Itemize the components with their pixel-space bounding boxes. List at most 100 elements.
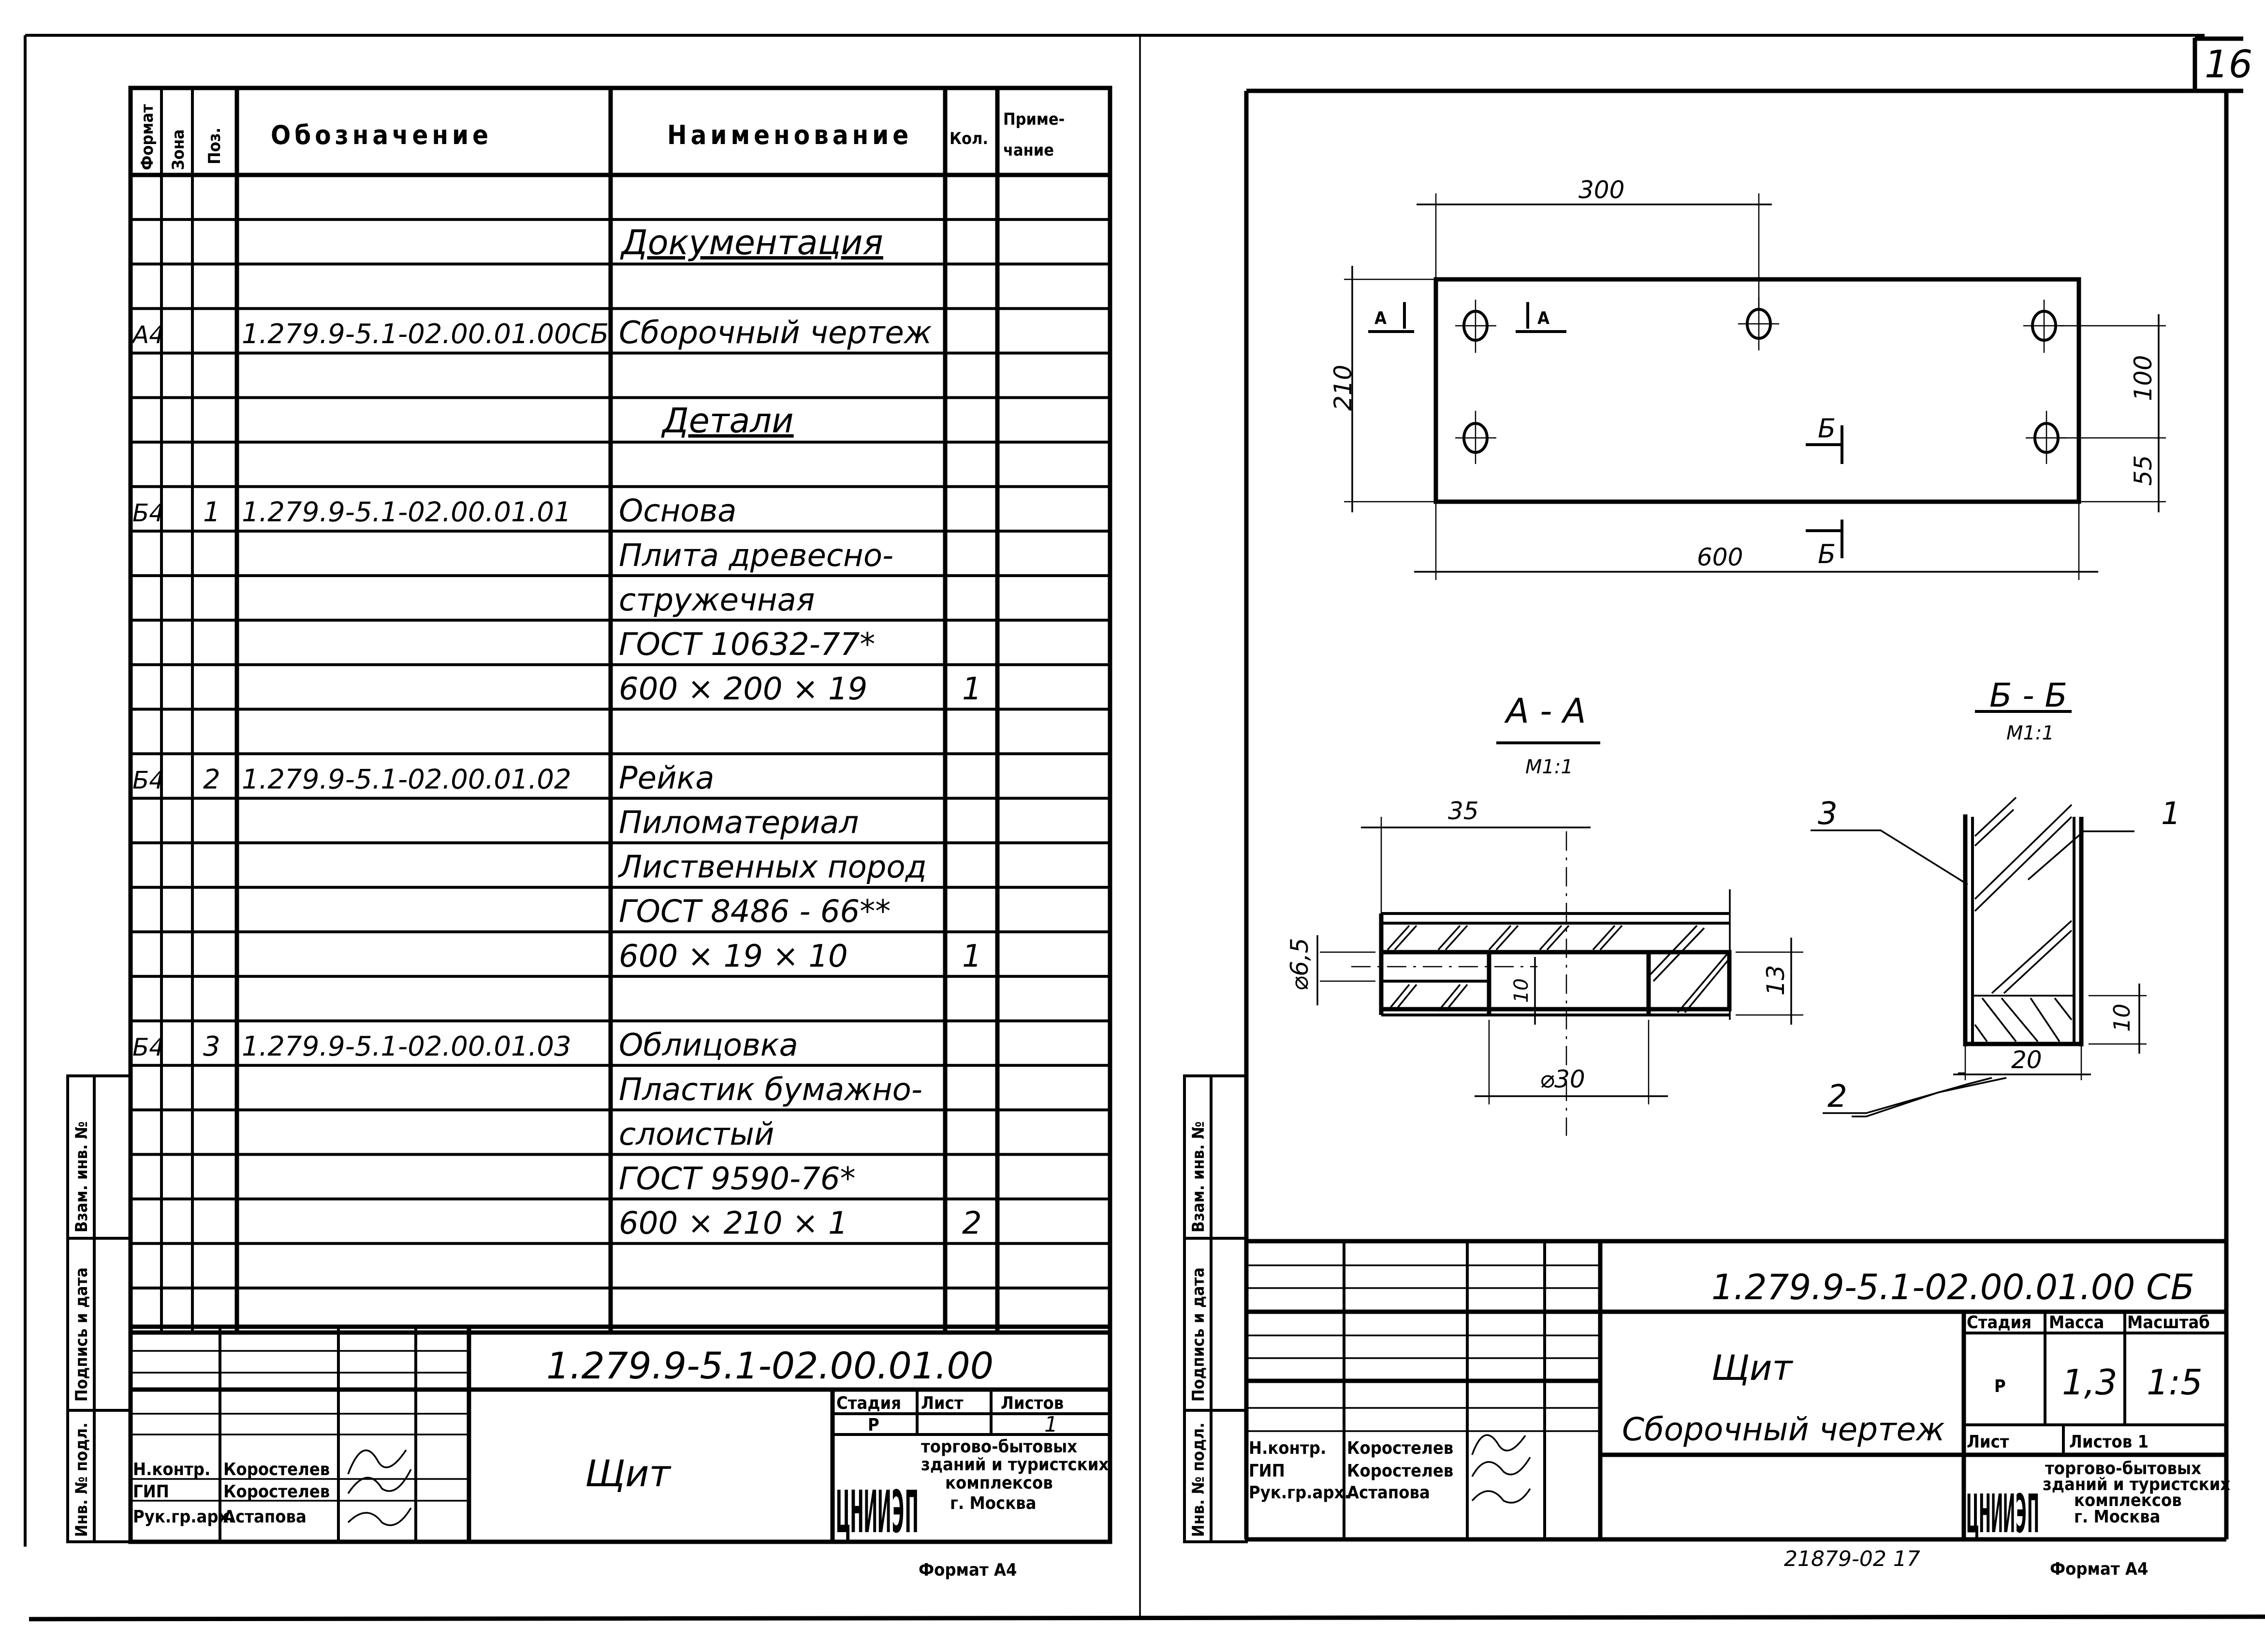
callout-3: 3 <box>1818 796 1838 832</box>
cell-name: слоистый <box>619 1116 774 1152</box>
section-b-b: Б - Б М1:1 20 10 1 2 3 <box>1811 677 2181 1117</box>
dim-300: 300 <box>1578 176 1624 204</box>
right-sheets-label: Листов 1 <box>2069 1432 2148 1452</box>
callout-1: 1 <box>2161 796 2181 832</box>
left-doc-code: 1.279.9-5.1-02.00.01.00 <box>546 1344 994 1387</box>
left-name-0: Коростелев <box>223 1460 330 1479</box>
cell-name: Пластик бумажно- <box>619 1072 922 1108</box>
cell-qty: 1 <box>962 939 982 974</box>
stamp-replaced-inv: Взам. инв. № <box>1189 1121 1208 1232</box>
section-aa-scale: М1:1 <box>1525 756 1573 778</box>
cell-format: Б4 <box>132 1033 164 1061</box>
cell-name: стружечная <box>619 582 815 618</box>
dim-width-20: 20 <box>2011 1046 2042 1074</box>
cell-designation: 1.279.9-5.1-02.00.01.03 <box>242 1031 571 1062</box>
cell-pos: 1 <box>203 497 220 528</box>
header-designation: Обозначение <box>271 120 492 150</box>
left-sheet-label: Лист <box>921 1393 964 1413</box>
left-org-line-2: комплексов <box>945 1473 1053 1493</box>
cell-name: Основа <box>619 493 737 529</box>
left-stage-value: Р <box>868 1415 879 1435</box>
header-name: Наименование <box>667 120 912 150</box>
cell-name: Плита древесно- <box>619 538 893 574</box>
left-format-label: Формат А4 <box>919 1560 1017 1580</box>
outer-frame <box>24 34 2265 1622</box>
right-doc-code: 1.279.9-5.1-02.00.01.00 СБ <box>1711 1267 2194 1307</box>
stamp-inv-original: Инв. № подл. <box>72 1422 91 1537</box>
spec-table: Формат Зона Поз. Обозначение Наименовани… <box>128 86 1112 1335</box>
cell-designation: 1.279.9-5.1-02.00.01.02 <box>242 764 571 795</box>
signature-scribble <box>347 1449 412 1526</box>
hatch-pattern <box>1387 925 1732 1014</box>
right-role-1: ГИП <box>1249 1461 1285 1481</box>
right-sheet-label: Лист <box>1967 1432 2009 1452</box>
right-org-line-2: комплексов <box>2074 1491 2182 1510</box>
dim-cb-depth: 10 <box>1510 978 1533 1003</box>
hatch-pattern <box>1974 797 2073 1043</box>
cell-format: Б4 <box>132 499 164 527</box>
right-name-0: Коростелев <box>1347 1438 1453 1458</box>
left-name-1: Коростелев <box>223 1482 330 1502</box>
right-role-2: Рук.гр.арх. <box>1249 1483 1350 1503</box>
dim-counterbore: ⌀30 <box>1540 1065 1585 1093</box>
right-org-line-3: г. Москва <box>2074 1507 2161 1527</box>
signature-scribble <box>1471 1434 1531 1504</box>
right-side-stamp: Взам. инв. № Подпись и дата Инв. № подл. <box>1183 1074 1248 1543</box>
cell-name: Пиломатериал <box>619 805 859 840</box>
cell-name: Облицовка <box>619 1028 798 1063</box>
stamp-inv-original: Инв. № подл. <box>1189 1422 1208 1537</box>
dim-55: 55 <box>2129 455 2157 486</box>
dim-thickness: 13 <box>1762 965 1790 996</box>
right-role-0: Н.контр. <box>1249 1438 1326 1458</box>
right-name-2: Астапова <box>1347 1483 1430 1503</box>
section-mark-a-left: А <box>1374 308 1387 328</box>
left-title-block: 1.279.9-5.1-02.00.01.00 Щит Стадия Лист … <box>128 1324 1112 1546</box>
left-sheets-value: 1 <box>1044 1412 1058 1437</box>
right-stage-value: Р <box>1994 1377 2006 1396</box>
cell-name: Сборочный чертеж <box>619 315 932 351</box>
stamp-replaced-inv: Взам. инв. № <box>72 1121 91 1232</box>
right-stage-label: Стадия <box>1967 1313 2031 1333</box>
header-zone: Зона <box>169 129 188 170</box>
right-org-line-1: зданий и туристских <box>2043 1475 2230 1494</box>
left-role-2: Рук.гр.арх. <box>133 1507 234 1527</box>
right-org-line-0: торгово-бытовых <box>2045 1459 2201 1478</box>
plan-view: 210 300 600 100 55 А А Б Б <box>1329 176 2166 580</box>
header-note-1: Приме- <box>1003 110 1065 129</box>
header-format: Формат <box>138 104 157 170</box>
callout-2: 2 <box>1827 1079 1847 1115</box>
cell-qty: 2 <box>962 1206 982 1242</box>
left-org-logo: ЦНИИЭП <box>836 1479 919 1546</box>
section-heading: Документация <box>620 223 883 262</box>
right-format-label: Формат А4 <box>2050 1559 2148 1579</box>
cell-pos: 3 <box>203 1031 220 1062</box>
section-mark-b-top: Б <box>1818 413 1836 444</box>
left-role-1: ГИП <box>133 1482 169 1502</box>
section-bb-title: Б - Б <box>1989 677 2067 715</box>
right-org-logo: ЦНИИЭП <box>1967 1483 2039 1545</box>
cell-name: 600 × 200 × 19 <box>619 671 867 707</box>
left-role-0: Н.контр. <box>133 1460 210 1479</box>
section-heading: Детали <box>661 401 794 440</box>
dim-rail-10: 10 <box>2109 1003 2135 1032</box>
dim-100: 100 <box>2129 355 2157 401</box>
cell-name: ГОСТ 10632-77* <box>619 627 875 663</box>
stamp-signature-date: Подпись и дата <box>72 1267 91 1402</box>
right-mass-value: 1,3 <box>2062 1362 2118 1403</box>
cell-format: Б4 <box>132 766 164 794</box>
section-bb-scale: М1:1 <box>2006 722 2054 744</box>
cell-name: Лиственных пород <box>618 850 927 885</box>
dim-hole-dia: ⌀6,5 <box>1286 938 1314 991</box>
left-title: Щит <box>585 1452 672 1495</box>
right-name-1: Коростелев <box>1347 1461 1453 1481</box>
left-side-stamp: Взам. инв. № Подпись и дата Инв. № подл. <box>66 1074 132 1543</box>
stamp-signature-date: Подпись и дата <box>1189 1267 1208 1402</box>
cell-name: 600 × 210 × 1 <box>619 1206 848 1242</box>
dim-210: 210 <box>1329 365 1357 411</box>
left-name-2: Астапова <box>223 1507 307 1527</box>
page-number: 16 <box>2205 43 2252 87</box>
section-mark-b-bottom: Б <box>1818 539 1836 569</box>
section-a-a: А - А М1:1 35 ⌀6,5 ⌀30 10 <box>1286 691 1803 1136</box>
cell-pos: 2 <box>203 764 220 795</box>
